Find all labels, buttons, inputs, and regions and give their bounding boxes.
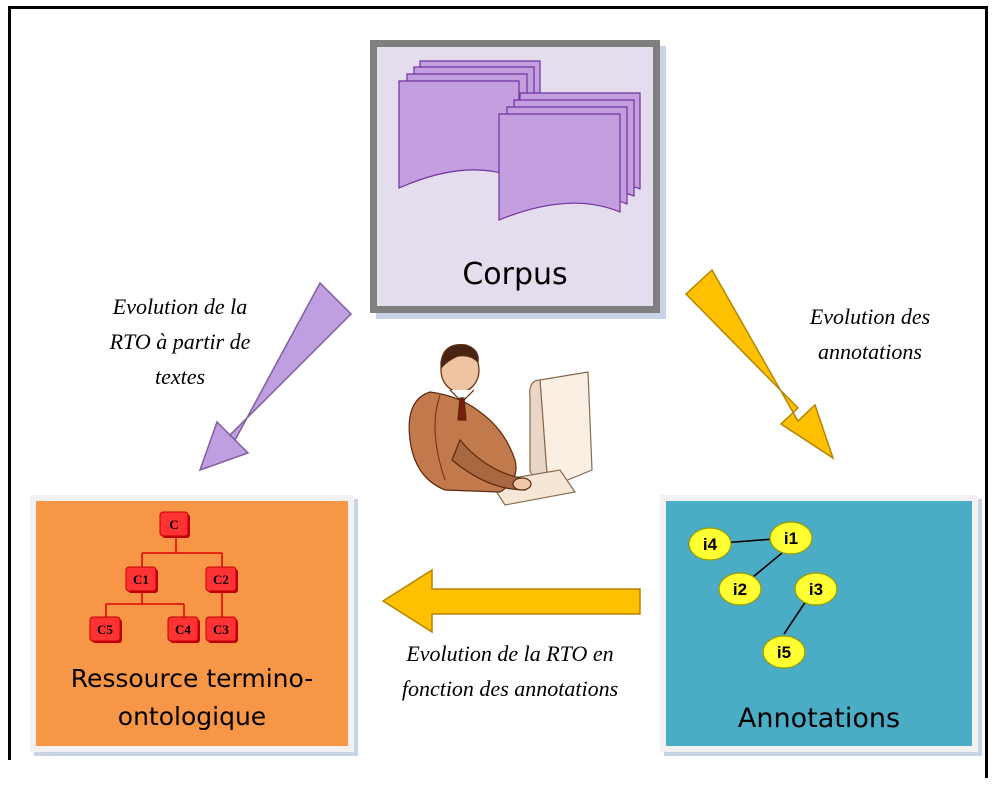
instance-node-i4: i4: [688, 527, 732, 561]
annotations-box: i4 i1 i2 i3 i5 Annotations: [660, 495, 978, 752]
caption-corpus-to-annotations-line1: Evolution des: [809, 304, 931, 329]
caption-annotations-to-rto: Evolution de la RTO en fonction des anno…: [370, 636, 650, 706]
caption-corpus-to-rto-line1: Evolution de la: [112, 294, 248, 319]
svg-text:i3: i3: [809, 580, 823, 599]
caption-annotations-to-rto-line1: Evolution de la RTO en: [406, 641, 614, 666]
svg-text:C1: C1: [133, 572, 149, 587]
svg-text:C: C: [169, 517, 178, 532]
instance-node-i1: i1: [769, 521, 813, 555]
concept-nodes: C C1 C2 C5 C4: [89, 511, 238, 643]
purple-arrow: [198, 281, 353, 472]
rto-label: Ressource termino- ontologique: [36, 660, 348, 736]
svg-text:i2: i2: [733, 580, 747, 599]
svg-text:i4: i4: [703, 535, 718, 554]
instance-node-i3: i3: [794, 572, 838, 606]
documents-icon: [398, 60, 641, 221]
corpus-box: Corpus: [370, 40, 660, 313]
yellow-arrow-left: [381, 568, 641, 634]
person-at-computer-icon: [408, 344, 593, 506]
yellow-arrow-right: [684, 268, 835, 460]
svg-text:C3: C3: [213, 622, 229, 637]
svg-text:C4: C4: [175, 622, 191, 637]
concept-node-c2: C2: [205, 566, 238, 593]
caption-corpus-to-rto-line2: RTO à partir de: [109, 329, 251, 354]
concept-node-c3: C3: [205, 616, 238, 643]
caption-corpus-to-rto-line3: textes: [154, 364, 206, 389]
instance-node-i2: i2: [718, 572, 762, 606]
caption-corpus-to-annotations: Evolution des annotations: [770, 299, 970, 369]
instance-nodes: i4 i1 i2 i3 i5: [688, 521, 838, 669]
rto-label-line1: Ressource termino-: [70, 664, 314, 693]
concept-node-c4: C4: [167, 616, 200, 643]
caption-annotations-to-rto-line2: fonction des annotations: [401, 676, 619, 701]
rto-label-line2: ontologique: [117, 702, 267, 731]
concept-tree-edges: [105, 536, 223, 617]
svg-text:i5: i5: [777, 643, 791, 662]
annotations-label: Annotations: [737, 703, 901, 734]
diagram-frame: [8, 6, 988, 778]
corpus-label: Corpus: [462, 257, 568, 292]
instance-node-i5: i5: [762, 635, 806, 669]
svg-text:C5: C5: [97, 622, 113, 637]
svg-text:C2: C2: [213, 572, 229, 587]
concept-node-c1: C1: [125, 566, 158, 593]
rto-box: C C1 C2 C5 C4: [30, 495, 354, 752]
concept-tree: C C1 C2 C5 C4: [89, 511, 238, 643]
concept-node-c: C: [159, 511, 190, 538]
svg-text:i1: i1: [784, 529, 798, 548]
concept-node-c5: C5: [89, 616, 122, 643]
caption-corpus-to-annotations-line2: annotations: [818, 339, 922, 364]
caption-corpus-to-rto: Evolution de la RTO à partir de textes: [70, 289, 290, 394]
instance-graph: i4 i1 i2 i3 i5: [688, 521, 838, 669]
